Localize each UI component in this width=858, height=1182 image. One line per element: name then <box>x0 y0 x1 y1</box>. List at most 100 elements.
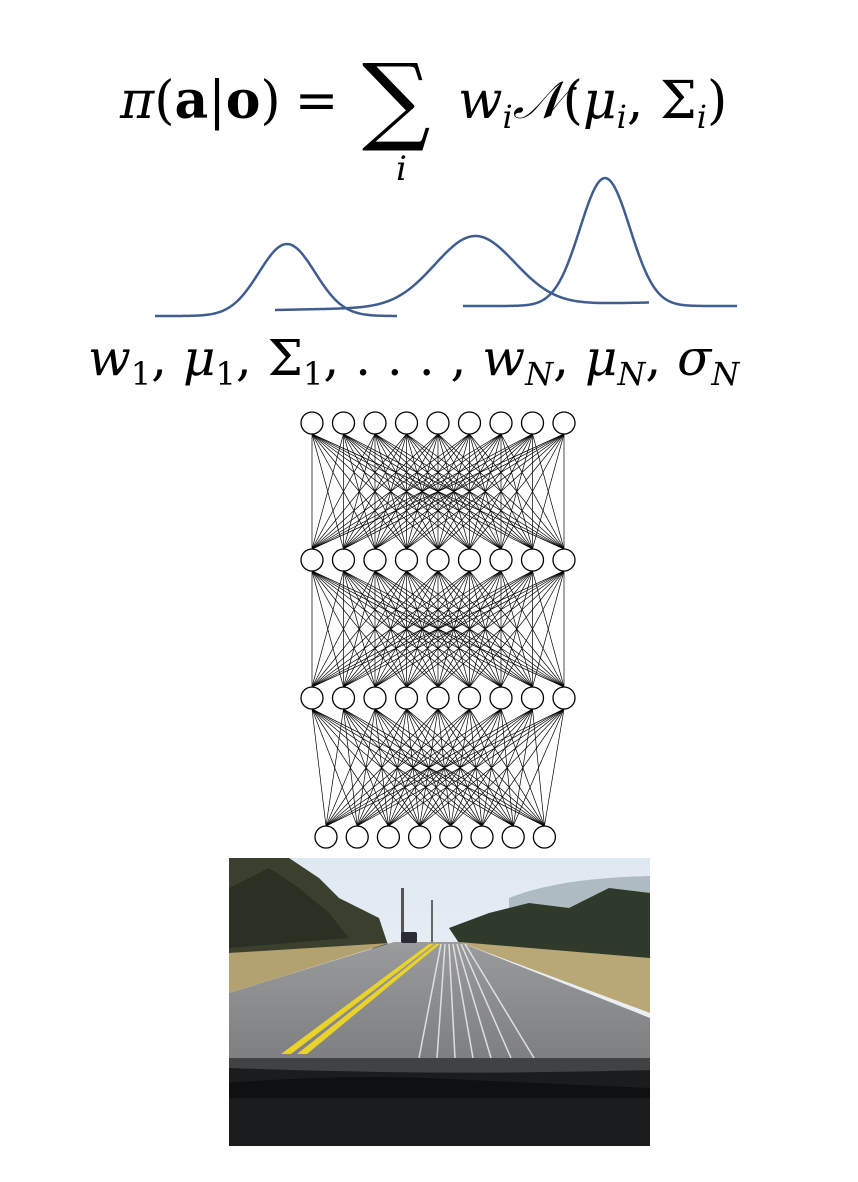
formula-rhs: wi𝒩(μi, Σi) <box>458 71 727 136</box>
network-edge <box>311 433 376 550</box>
param-text: w1, μ1, Σ1, . . . , wN, μN, σN <box>88 329 740 393</box>
neuron-layer3-4 <box>394 686 419 710</box>
gaussian-curve-3 <box>463 176 737 308</box>
parameter-list: w1, μ1, Σ1, . . . , wN, μN, σN <box>88 329 740 393</box>
mixture-formula: π(a|o)= ∑ i wi𝒩(μi, Σi) <box>0 40 858 190</box>
neuron-layer2-4 <box>394 548 419 572</box>
neuron-layer4-8 <box>532 825 557 849</box>
neuron-layer2-5 <box>426 548 450 572</box>
track-lines <box>418 943 535 1059</box>
network-edge <box>469 433 565 550</box>
neuron-layer3-8 <box>520 686 545 710</box>
utility-pole <box>401 888 404 943</box>
road-camera-image <box>229 858 650 1146</box>
distant-car <box>401 932 417 943</box>
neuron-layer4-3 <box>376 825 401 849</box>
neuron-layer4-5 <box>439 825 463 849</box>
network-edge <box>437 433 565 550</box>
network-edge <box>532 433 565 550</box>
network-edge <box>469 570 565 688</box>
neuron-layer1-6 <box>457 411 482 435</box>
neuron-layer2-9 <box>552 548 576 572</box>
neuron-layer3-7 <box>489 686 513 710</box>
mixture-formula-svg: π(a|o)= ∑ i wi𝒩(μi, Σi) <box>119 43 727 189</box>
windshield-reflection <box>229 1058 650 1073</box>
neuron-layer3-2 <box>331 686 356 710</box>
network-edge <box>311 570 470 688</box>
sum-symbol: ∑ <box>362 43 431 155</box>
neuron-layer4-1 <box>314 825 338 849</box>
network-edge <box>343 433 565 550</box>
network-edge <box>532 570 565 688</box>
neuron-layer2-3 <box>363 548 387 572</box>
network-edge <box>311 433 502 550</box>
neuron-layer4-6 <box>470 825 494 849</box>
network-edge <box>325 708 439 827</box>
utility-pole-2 <box>431 900 433 942</box>
network-edge <box>481 708 565 827</box>
network-edges <box>311 433 565 827</box>
sum-index: i <box>396 149 407 189</box>
neuron-layer1-7 <box>489 411 513 435</box>
neuron-layer1-4 <box>394 411 419 435</box>
gaussian-curve-1 <box>155 242 398 318</box>
network-edge <box>325 708 502 827</box>
network-edge <box>450 708 565 827</box>
gaussian-curve-2 <box>274 234 650 312</box>
neuron-layer3-6 <box>457 686 482 710</box>
neuron-layer4-2 <box>345 825 369 849</box>
network-edge <box>325 708 470 827</box>
network-edge <box>311 570 439 688</box>
network-edge <box>311 433 533 550</box>
neuron-layer2-6 <box>457 548 482 572</box>
network-edge <box>311 433 565 550</box>
network-edge <box>311 570 376 688</box>
network-edge <box>500 570 565 688</box>
gaussian-mixture-curves <box>155 176 737 318</box>
neuron-layer1-8 <box>520 411 545 435</box>
network-edge <box>325 708 565 827</box>
formula-lhs: π(a|o)= <box>119 70 338 131</box>
network-edge <box>311 570 502 688</box>
network-edge <box>311 433 439 550</box>
neuron-layer1-2 <box>331 411 356 435</box>
network-edge <box>374 570 565 688</box>
network-edge <box>325 708 344 827</box>
neuron-layer1-1 <box>300 411 324 435</box>
neuron-layer1-9 <box>552 411 576 435</box>
neuron-layer4-4 <box>407 825 432 849</box>
network-edge <box>419 708 565 827</box>
neuron-layer1-3 <box>363 411 387 435</box>
dashboard-edge <box>229 1077 650 1098</box>
network-edge <box>512 708 565 827</box>
neuron-layer3-3 <box>363 686 387 710</box>
neuron-layer3-1 <box>300 686 324 710</box>
left-grass <box>229 943 389 993</box>
right-grass <box>459 942 650 1013</box>
network-edge <box>311 433 407 550</box>
neuron-layer2-7 <box>489 548 513 572</box>
left-trees-dark <box>229 868 349 948</box>
network-edge <box>311 570 565 688</box>
neuron-layer3-5 <box>426 686 450 710</box>
yellow-lane-line-2 <box>297 944 440 1054</box>
neuron-layer4-7 <box>501 825 525 849</box>
network-edge <box>311 433 344 550</box>
network-edge <box>388 708 565 827</box>
network-edge <box>325 708 533 827</box>
neural-network <box>300 411 576 849</box>
network-edge <box>406 570 565 688</box>
network-edge <box>374 433 565 550</box>
network-edge <box>406 433 565 550</box>
network-edge <box>325 708 407 827</box>
right-trees <box>449 888 650 963</box>
network-edge <box>311 708 327 827</box>
network-edge <box>343 570 565 688</box>
network-edge <box>311 433 470 550</box>
neuron-layer3-9 <box>552 686 576 710</box>
neuron-layer2-8 <box>520 548 545 572</box>
network-edge <box>357 708 565 827</box>
network-edge <box>311 570 344 688</box>
network-edge <box>544 708 565 827</box>
network-edge <box>500 433 565 550</box>
